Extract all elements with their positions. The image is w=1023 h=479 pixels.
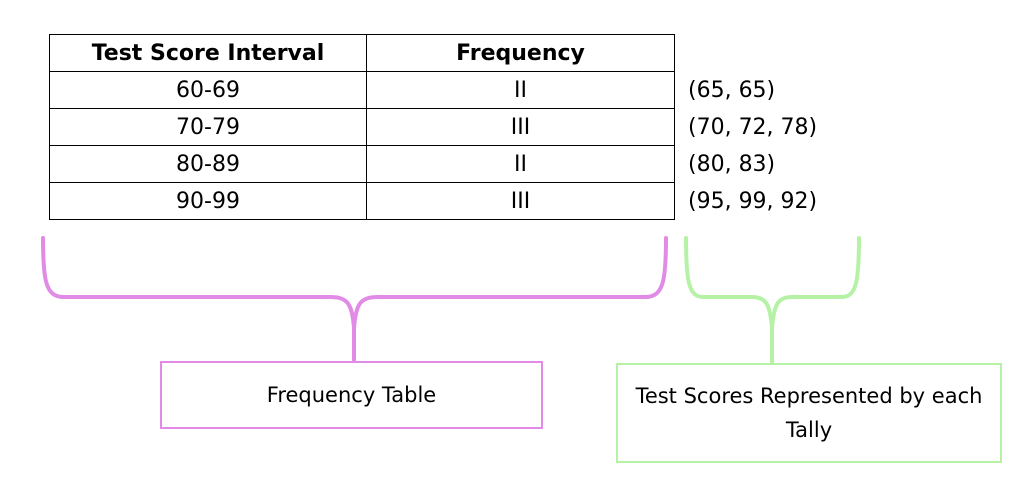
interval-cell: 80-89 [49,145,367,183]
header-frequency: Frequency [366,34,675,72]
tally-scores-item: (95, 99, 92) [688,189,818,214]
frequency-table-label-box: Frequency Table [160,361,543,429]
frequency-table-brace [41,236,668,362]
frequency-table: Test Score Interval Frequency 60-69 II 7… [49,34,675,220]
tally-scores-item: (80, 83) [688,152,776,177]
interval-cell: 90-99 [49,182,367,220]
table-header-row: Test Score Interval Frequency [49,34,675,72]
tally-scores-label-box: Test Scores Represented by each Tally [616,363,1002,463]
frequency-cell: III [366,182,675,220]
header-test-score-interval: Test Score Interval [49,34,367,72]
table-row: 90-99 III [49,182,675,220]
table-row: 80-89 II [49,145,675,183]
tally-scores-item: (65, 65) [688,78,776,103]
tally-scores-item: (70, 72, 78) [688,115,818,140]
tally-scores-label: Test Scores Represented by each Tally [635,384,983,442]
tally-scores-brace [684,236,861,364]
frequency-cell: III [366,108,675,146]
tally-scores-list: (65, 65) (70, 72, 78) (80, 83) (95, 99, … [688,72,817,220]
frequency-table-label: Frequency Table [266,383,437,407]
interval-cell: 60-69 [49,71,367,109]
